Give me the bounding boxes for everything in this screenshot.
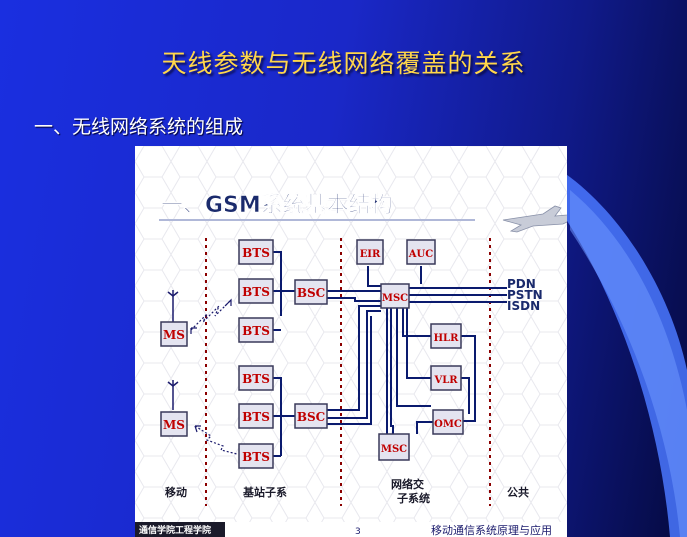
bsc-box: BSC <box>294 403 328 429</box>
auc-box: AUC <box>406 239 436 265</box>
svg-text:BTS: BTS <box>242 410 270 424</box>
gsm-diagram: 一、GSM系统基本结构 <box>135 146 567 537</box>
hlr-box: HLR <box>430 323 462 349</box>
bts-box: BTS <box>238 239 274 265</box>
svg-text:OMC: OMC <box>434 419 462 430</box>
omc-box: OMC <box>432 409 464 435</box>
bsc-box: BSC <box>294 279 328 305</box>
svg-text:BSC: BSC <box>297 410 325 424</box>
svg-text:BTS: BTS <box>242 372 270 386</box>
svg-text:BTS: BTS <box>242 285 270 299</box>
svg-text:VLR: VLR <box>433 375 458 386</box>
bts-box: BTS <box>238 443 274 469</box>
svg-text:MSC: MSC <box>381 444 407 455</box>
svg-text:BSC: BSC <box>297 286 325 300</box>
svg-text:MS: MS <box>163 418 185 432</box>
airplane-icon <box>502 205 567 233</box>
section-mobile: 移动 <box>165 485 187 499</box>
svg-text:HLR: HLR <box>434 333 459 344</box>
svg-text:BTS: BTS <box>242 450 270 464</box>
section-base-station: 基站子系 <box>242 485 287 499</box>
footer-right: 移动通信系统原理与应用 <box>431 523 552 537</box>
bts-box: BTS <box>238 365 274 391</box>
footer-page: 3 <box>355 527 361 537</box>
vlr-box: VLR <box>430 365 462 391</box>
section-switching: 子系统 <box>397 491 430 505</box>
msc-box: MSC <box>380 283 410 309</box>
footer-left: 通信学院工程学院 <box>139 524 211 536</box>
bts-box: BTS <box>238 403 274 429</box>
svg-text:MSC: MSC <box>382 293 408 304</box>
slide-subtitle: 一、无线网络系统的组成 <box>34 116 244 138</box>
antenna-icon <box>167 290 179 410</box>
section-public: 公共 <box>507 485 529 499</box>
bts-box: BTS <box>238 317 274 343</box>
section-switching: 网络交 <box>391 477 424 491</box>
bts-box: BTS <box>238 278 274 304</box>
svg-text:BTS: BTS <box>242 324 270 338</box>
svg-text:BTS: BTS <box>242 246 270 260</box>
ms-box: MS <box>160 321 188 347</box>
slide-title: 天线参数与无线网络覆盖的关系 <box>161 49 526 78</box>
decorative-swoosh <box>560 170 687 537</box>
network-pdn: PDN <box>507 277 536 291</box>
diagram-heading: 一、GSM系统基本结构 <box>161 192 393 218</box>
network-pstn: PSTN <box>507 288 543 302</box>
eir-box: EIR <box>356 239 384 265</box>
network-isdn: ISDN <box>507 299 540 313</box>
svg-text:EIR: EIR <box>360 249 381 260</box>
svg-text:AUC: AUC <box>408 249 433 260</box>
ms-box: MS <box>160 411 188 437</box>
msc-box-lower: MSC <box>378 433 410 461</box>
svg-text:MS: MS <box>163 328 185 342</box>
